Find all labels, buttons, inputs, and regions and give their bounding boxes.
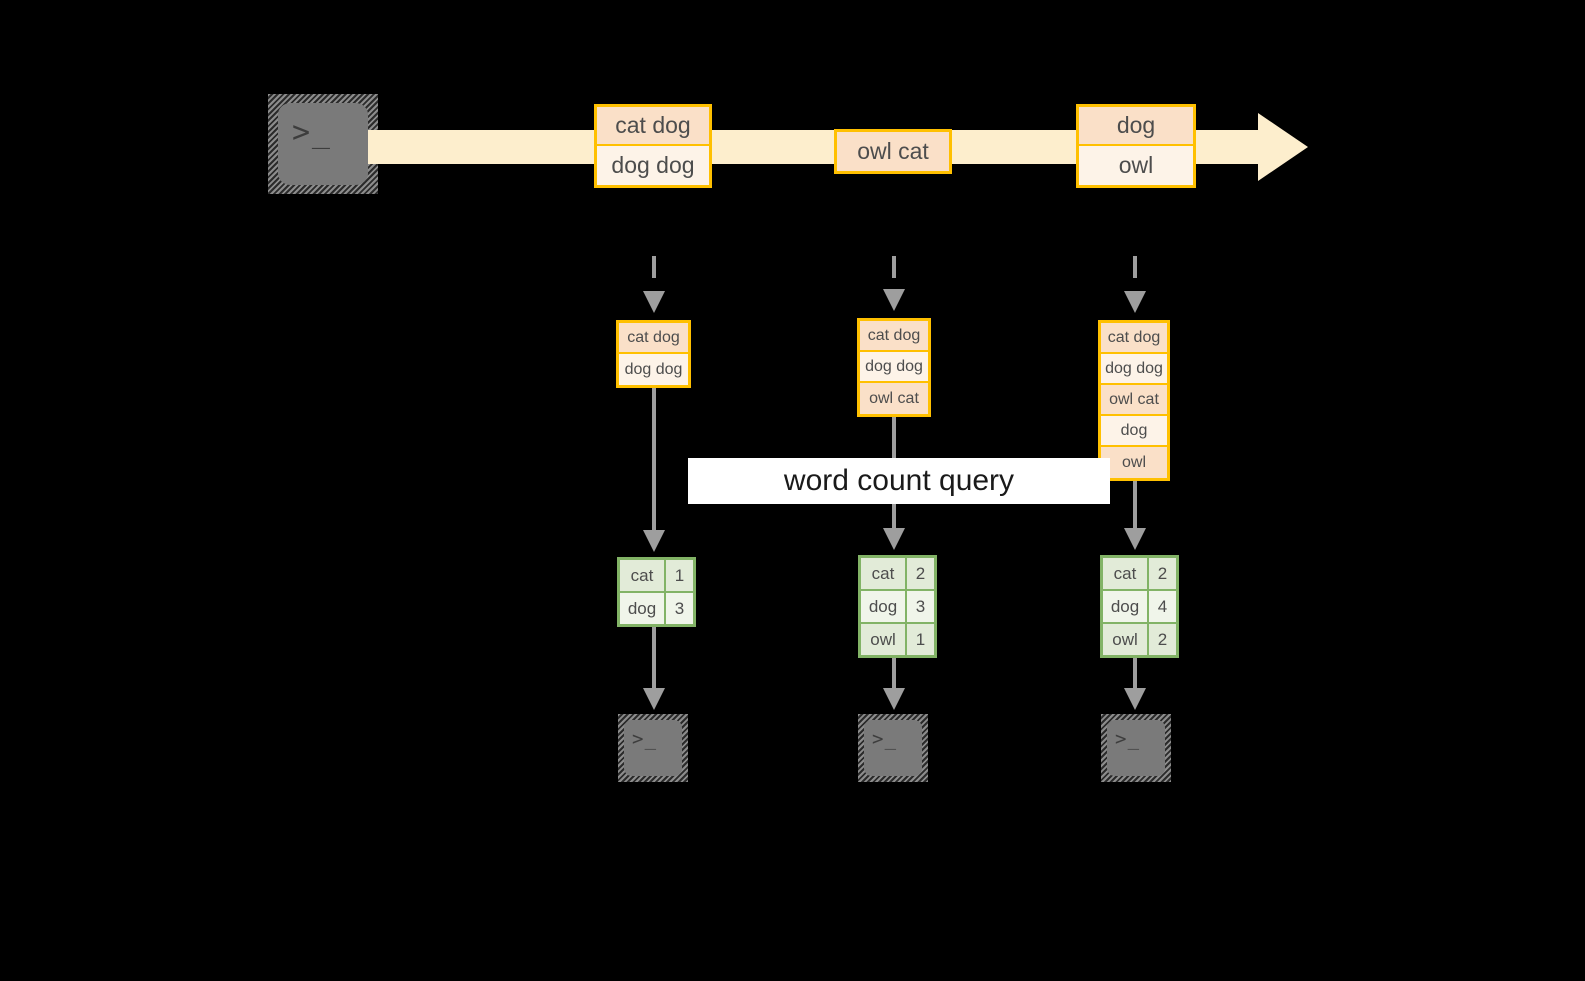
terminal-prompt-glyph: >_ (1115, 728, 1141, 750)
stream-event-group-1: cat dog dog dog (594, 104, 712, 188)
solid-arrowhead-snapshot-2 (883, 528, 905, 550)
snapshot-row: dog dog (619, 354, 688, 385)
table-row: dog 3 (620, 593, 693, 624)
table-cell-count: 3 (907, 591, 934, 622)
terminal-screen (864, 720, 922, 776)
snapshot-row: owl cat (1101, 385, 1167, 416)
table-row: cat 2 (861, 558, 934, 591)
table-cell-word: dog (1103, 591, 1149, 622)
table-cell-count: 3 (666, 593, 693, 624)
source-terminal-icon: >_ (268, 94, 378, 194)
table-cell-count: 4 (1149, 591, 1176, 622)
table-cell-count: 2 (1149, 558, 1176, 589)
terminal-prompt-glyph: >_ (292, 115, 332, 150)
result-table-1: cat 1 dog 3 (617, 557, 696, 627)
terminal-screen (624, 720, 682, 776)
table-cell-count: 2 (1149, 624, 1176, 655)
table-cell-count: 2 (907, 558, 934, 589)
table-cell-word: owl (1103, 624, 1149, 655)
table-cell-word: cat (620, 560, 666, 591)
stream-event-row: owl cat (837, 132, 949, 171)
sink-terminal-icon-3: >_ (1101, 714, 1171, 782)
dashed-arrowhead-3 (1124, 291, 1146, 313)
snapshot-row: owl cat (860, 383, 928, 414)
snapshot-row: cat dog (619, 323, 688, 354)
stream-event-row: owl (1079, 146, 1193, 185)
stream-event-row: dog dog (597, 146, 709, 185)
sink-terminal-icon-1: >_ (618, 714, 688, 782)
stream-event-row: cat dog (597, 107, 709, 146)
query-banner: word count query (688, 458, 1110, 504)
table-row: owl 2 (1103, 624, 1176, 655)
dashed-arrowhead-1 (643, 291, 665, 313)
stream-event-group-2: owl cat (834, 129, 952, 174)
snapshot-row: dog dog (1101, 354, 1167, 385)
table-row: owl 1 (861, 624, 934, 655)
result-table-2: cat 2 dog 3 owl 1 (858, 555, 937, 658)
terminal-prompt-glyph: >_ (632, 728, 658, 750)
stream-event-row: dog (1079, 107, 1193, 146)
table-cell-word: cat (1103, 558, 1149, 589)
snapshot-row: cat dog (860, 321, 928, 352)
table-cell-word: dog (620, 593, 666, 624)
table-cell-word: owl (861, 624, 907, 655)
solid-arrowhead-result-1 (643, 688, 665, 710)
snapshot-row: dog dog (860, 352, 928, 383)
terminal-screen (1107, 720, 1165, 776)
solid-arrowhead-result-2 (883, 688, 905, 710)
table-cell-count: 1 (907, 624, 934, 655)
snapshot-3: cat dog dog dog owl cat dog owl (1098, 320, 1170, 481)
table-row: dog 3 (861, 591, 934, 624)
table-cell-count: 1 (666, 560, 693, 591)
table-row: dog 4 (1103, 591, 1176, 624)
snapshot-1: cat dog dog dog (616, 320, 691, 388)
table-cell-word: cat (861, 558, 907, 589)
solid-arrowhead-snapshot-1 (643, 530, 665, 552)
terminal-prompt-glyph: >_ (872, 728, 898, 750)
query-banner-label: word count query (783, 464, 1015, 497)
snapshot-2: cat dog dog dog owl cat (857, 318, 931, 417)
stream-event-group-3: dog owl (1076, 104, 1196, 188)
solid-arrowhead-result-3 (1124, 688, 1146, 710)
result-table-3: cat 2 dog 4 owl 2 (1100, 555, 1179, 658)
table-row: cat 2 (1103, 558, 1176, 591)
table-row: cat 1 (620, 560, 693, 593)
snapshot-row: owl (1101, 447, 1167, 478)
terminal-screen (278, 103, 368, 185)
solid-arrowhead-snapshot-3 (1124, 528, 1146, 550)
sink-terminal-icon-2: >_ (858, 714, 928, 782)
snapshot-row: dog (1101, 416, 1167, 447)
table-cell-word: dog (861, 591, 907, 622)
dashed-arrowhead-2 (883, 289, 905, 311)
snapshot-row: cat dog (1101, 323, 1167, 354)
